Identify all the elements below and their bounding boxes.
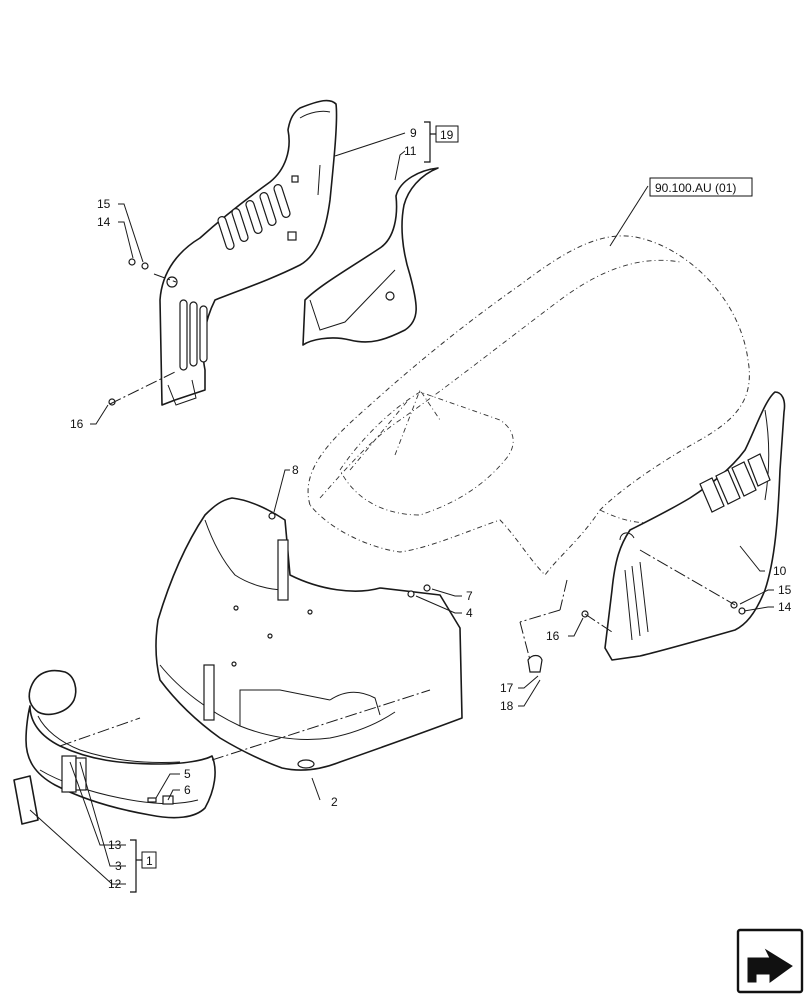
callout-11: 11 <box>404 144 417 158</box>
leader-lines <box>29 132 774 885</box>
alignment-lines <box>59 273 736 761</box>
upper-left-side-panel <box>159 99 338 406</box>
callout-15-left: 15 <box>97 197 111 211</box>
callout-labels: 15 14 16 9 11 8 7 4 2 5 6 13 3 12 10 15 … <box>70 126 792 891</box>
callout-17: 17 <box>500 681 514 695</box>
callout-14-left: 14 <box>97 215 111 229</box>
upper-left-inner-panel <box>302 167 439 346</box>
callout-16-left: 16 <box>70 417 84 431</box>
front-nose-assembly <box>155 497 463 771</box>
callout-14-right: 14 <box>778 600 792 614</box>
group-ref-19: 19 <box>440 128 454 142</box>
callout-2: 2 <box>331 795 338 809</box>
callout-13: 13 <box>108 838 122 852</box>
callout-5: 5 <box>184 767 191 781</box>
right-side-panel <box>604 391 786 661</box>
upper-group-bracket <box>424 121 459 163</box>
next-page-arrow-icon[interactable] <box>736 928 804 994</box>
callout-8: 8 <box>292 463 299 477</box>
group-ref-1: 1 <box>146 854 153 868</box>
callout-12: 12 <box>108 877 122 891</box>
callout-7: 7 <box>466 589 473 603</box>
panel-clip <box>287 231 297 241</box>
upper-louvres <box>217 184 291 250</box>
callout-16-right: 16 <box>546 629 560 643</box>
decal-panel <box>13 775 39 825</box>
nose-upright <box>277 539 289 601</box>
callout-10: 10 <box>773 564 787 578</box>
callout-9: 9 <box>410 126 417 140</box>
hood-latch <box>527 654 543 673</box>
hood-outline <box>307 235 750 576</box>
cross-reference-box <box>649 177 753 197</box>
callout-18: 18 <box>500 699 514 713</box>
nose-drain <box>297 759 315 769</box>
headlight-frame-assembly <box>25 669 216 819</box>
cross-reference-label: 90.100.AU (01) <box>655 181 736 195</box>
nose-bracket <box>203 664 215 721</box>
right-panel-louvres <box>699 453 771 513</box>
lower-group-bracket <box>130 839 157 893</box>
callout-4: 4 <box>466 606 473 620</box>
lower-louvres <box>179 299 208 371</box>
callout-6: 6 <box>184 783 191 797</box>
callout-15-right: 15 <box>778 583 792 597</box>
callout-3: 3 <box>115 859 122 873</box>
